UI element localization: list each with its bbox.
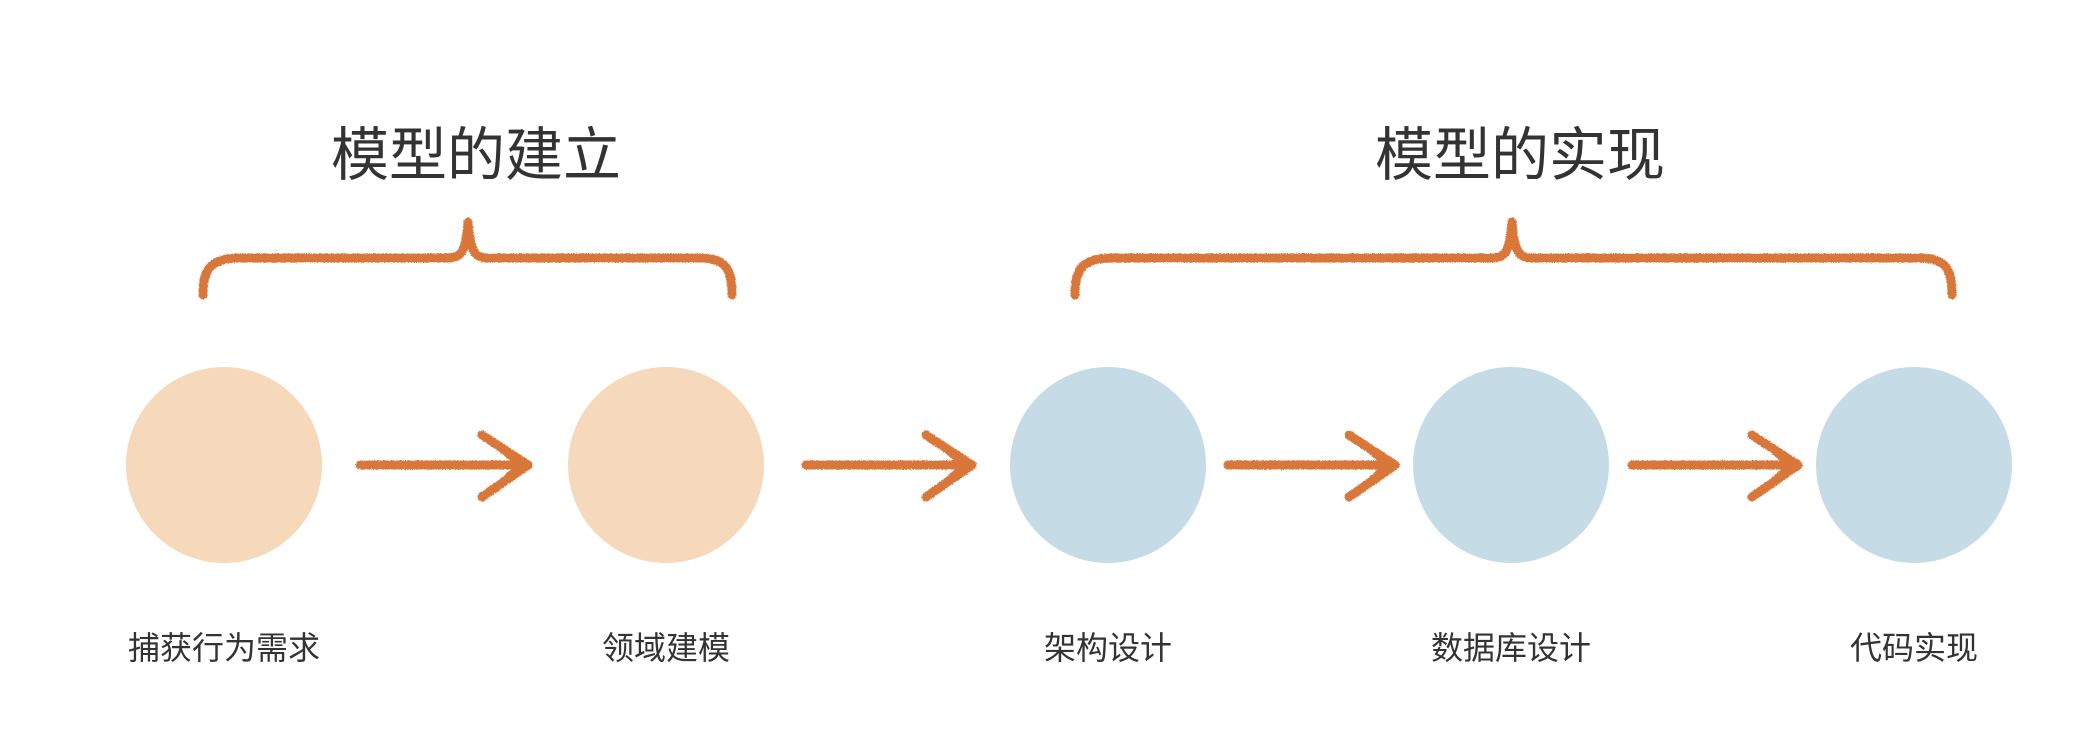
- step-label-code: 代码实现: [1849, 629, 1979, 667]
- arrow-right-icon: [1627, 430, 1803, 502]
- step-circle-code: [1816, 367, 2012, 563]
- step-label-architecture: 架构设计: [1043, 629, 1173, 667]
- step-circle-capture: [126, 367, 322, 563]
- step-label-capture: 捕获行为需求: [127, 629, 321, 667]
- step-circle-database: [1413, 367, 1609, 563]
- arrow-right-icon: [355, 430, 533, 502]
- step-label-domain: 领域建模: [601, 629, 731, 667]
- step-circle-architecture: [1010, 367, 1206, 563]
- step-label-database: 数据库设计: [1430, 629, 1592, 667]
- group-title-build: 模型的建立: [330, 121, 622, 189]
- group-title-implement: 模型的实现: [1374, 121, 1666, 189]
- curly-brace-icon: [198, 217, 737, 300]
- step-circle-domain: [568, 367, 764, 563]
- arrow-right-icon: [801, 430, 977, 502]
- brace-implement: [1070, 217, 1957, 300]
- brace-build: [198, 217, 737, 300]
- arrow-right-icon: [1223, 430, 1400, 502]
- curly-brace-icon: [1070, 217, 1957, 300]
